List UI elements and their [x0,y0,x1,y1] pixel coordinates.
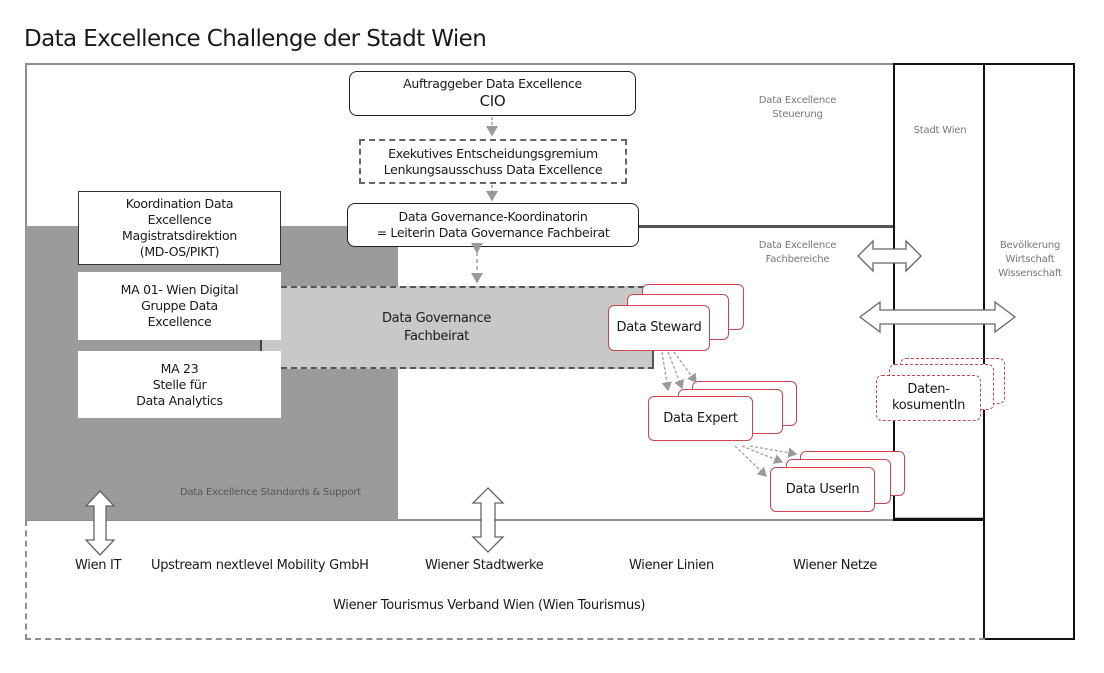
org-wien-it: Wien IT [75,558,122,573]
data-expert-card: Data Expert [648,396,753,441]
zone-label-steuerung: Data Excellence Steuerung [758,95,837,120]
datenkonsument-card: Daten- kosumentIn [876,375,981,421]
org-upstream-mobility: Upstream nextlevel Mobility GmbH [151,558,369,573]
society-column [983,63,1075,640]
org-wiener-stadtwerke: Wiener Stadtwerke [425,558,544,573]
koordinatorin-box: Data Governance-Koordinatorin = Leiterin… [347,203,639,247]
data-steward-card: Data Steward [608,305,710,351]
double-arrow-fachbereiche-stadt [857,239,922,273]
double-arrow-fachbereiche-society [858,300,1017,334]
org-wiener-netze: Wiener Netze [793,558,877,573]
support-unit-md-os: Koordination Data Excellence Magistratsd… [78,191,281,265]
fachbeirat-box: Data Governance Fachbeirat [281,286,654,369]
data-userin-card: Data UserIn [770,467,875,512]
affiliates-frame [25,520,985,640]
auftraggeber-box: Auftraggeber Data Excellence CIO [349,71,636,116]
org-wiener-linien: Wiener Linien [629,558,714,573]
koordinatorin-connector [639,225,893,227]
zone-label-standards-support: Data Excellence Standards & Support [180,487,362,498]
support-unit-ma01: MA 01- Wien Digital Gruppe Data Excellen… [78,272,281,340]
arrows-expert-to-user [734,445,798,477]
zone-label-fachbereiche: Data Excellence Fachbereiche [758,240,837,265]
gremium-box: Exekutives Entscheidungsgremium Lenkungs… [359,139,627,184]
double-arrow-stadtwerke [471,487,505,553]
org-wien-tourismus: Wiener Tourismus Verband Wien (Wien Tour… [333,598,646,613]
fachbereiche-bottom-line [398,519,894,521]
support-unit-ma23: MA 23 Stelle für Data Analytics [78,351,281,418]
fachbeirat-stub [260,339,282,351]
diagram-title: Data Excellence Challenge der Stadt Wien [24,26,487,52]
steuerung-divider [398,226,893,228]
zone-label-stadt-wien: Stadt Wien [913,125,967,136]
arrows-steward-to-expert [661,351,697,392]
zone-label-society: Bevölkerung Wirtschaft Wissenschaft [998,240,1062,279]
double-arrow-wien-it [84,490,116,556]
